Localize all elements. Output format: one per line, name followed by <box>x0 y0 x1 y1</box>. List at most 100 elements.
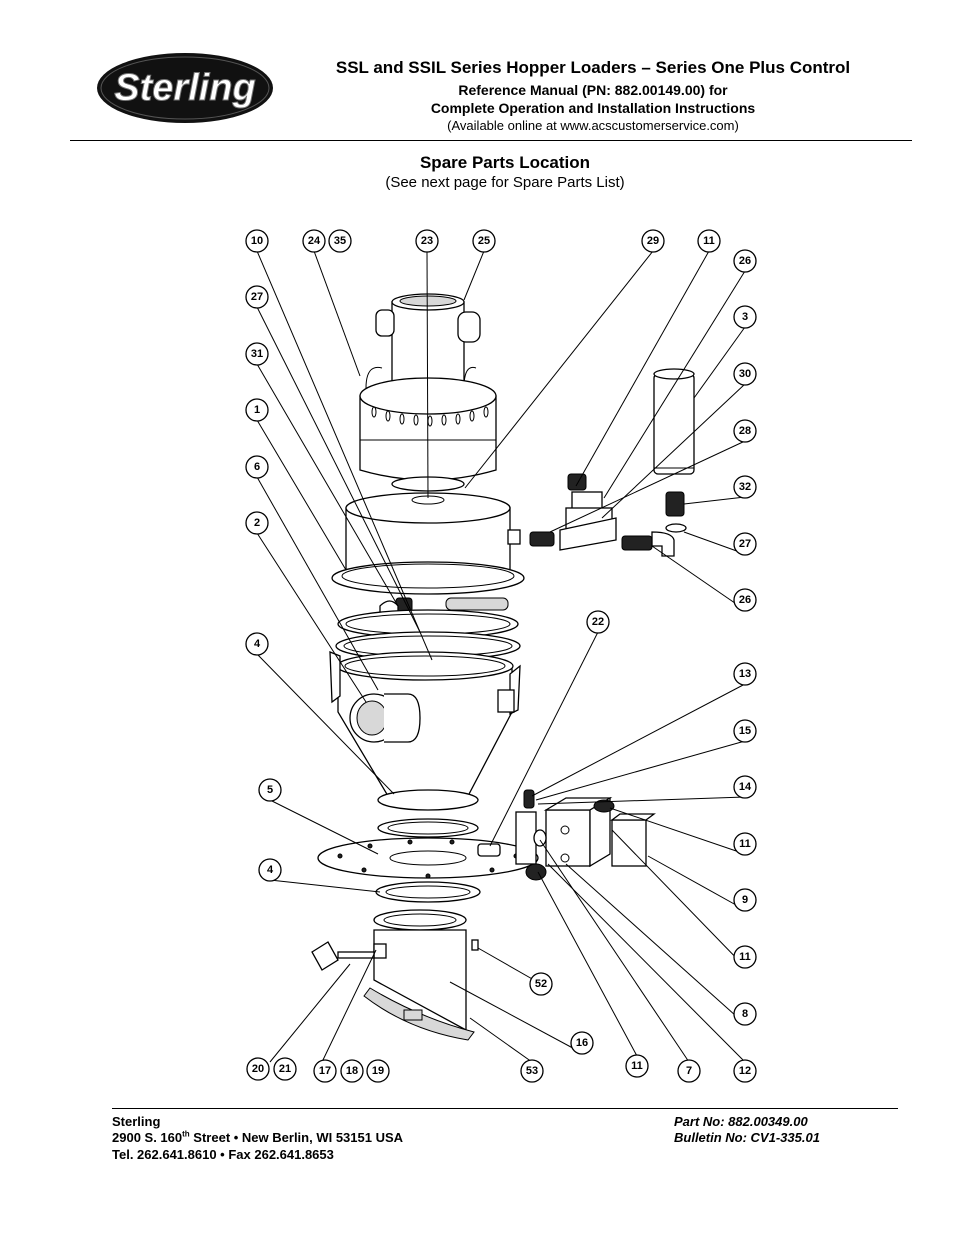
callout-26: 26 <box>733 588 757 612</box>
footer-rule <box>112 1108 898 1109</box>
svg-text:30: 30 <box>739 368 751 380</box>
callout-28: 28 <box>733 419 757 443</box>
svg-text:16: 16 <box>576 1037 588 1049</box>
callout-8: 8 <box>733 1002 757 1026</box>
callout-11: 11 <box>733 945 757 969</box>
callout-9: 9 <box>733 888 757 912</box>
footer-part-number: Part No: 882.00349.00 <box>674 1114 808 1129</box>
svg-text:17: 17 <box>319 1065 331 1077</box>
part-drawings <box>311 293 695 1041</box>
svg-text:35: 35 <box>334 235 346 247</box>
hopper-body-drawing <box>329 651 521 811</box>
logo-text: Sterling <box>114 67 255 109</box>
footer-company: Sterling <box>112 1114 161 1129</box>
svg-text:27: 27 <box>739 538 751 550</box>
callout-27: 27 <box>733 532 757 556</box>
svg-text:11: 11 <box>703 235 715 247</box>
callout-29: 29 <box>641 229 665 253</box>
callout-11: 11 <box>733 832 757 856</box>
svg-text:1: 1 <box>254 404 260 416</box>
callout-23: 23 <box>415 229 439 253</box>
callout-5: 5 <box>258 778 282 802</box>
svg-text:28: 28 <box>739 425 751 437</box>
callout-3: 3 <box>733 305 757 329</box>
svg-text:29: 29 <box>647 235 659 247</box>
mounting-flange-drawing <box>317 818 539 903</box>
callout-15: 15 <box>733 719 757 743</box>
document-title: SSL and SSIL Series Hopper Loaders – Ser… <box>335 58 851 77</box>
callout-20: 20 <box>246 1057 270 1081</box>
callout-6: 6 <box>245 455 269 479</box>
callout-14: 14 <box>733 775 757 799</box>
svg-text:21: 21 <box>279 1063 291 1075</box>
svg-text:11: 11 <box>739 838 751 850</box>
svg-text:8: 8 <box>742 1008 748 1020</box>
svg-text:53: 53 <box>526 1065 538 1077</box>
svg-text:52: 52 <box>535 978 547 990</box>
leader-lines <box>256 250 746 1063</box>
svg-text:22: 22 <box>592 616 604 628</box>
header-rule <box>70 140 912 141</box>
svg-text:3: 3 <box>742 311 748 323</box>
footer-address: 2900 S. 160th Street • New Berlin, WI 53… <box>112 1129 404 1145</box>
callout-13: 13 <box>733 662 757 686</box>
callout-26: 26 <box>733 249 757 273</box>
callout-19: 19 <box>366 1059 390 1083</box>
footer-bulletin-number: Bulletin No: CV1-335.01 <box>674 1130 820 1145</box>
callout-4: 4 <box>245 632 269 656</box>
callout-27: 27 <box>245 285 269 309</box>
callout-11: 11 <box>625 1054 649 1078</box>
callout-16: 16 <box>570 1031 594 1055</box>
svg-text:20: 20 <box>252 1063 264 1075</box>
availability-line: (Available online at www.acscustomerserv… <box>447 118 739 133</box>
svg-text:27: 27 <box>251 291 263 303</box>
svg-text:4: 4 <box>254 638 261 650</box>
svg-text:7: 7 <box>686 1065 692 1077</box>
svg-text:10: 10 <box>251 235 263 247</box>
callout-1: 1 <box>245 398 269 422</box>
callout-4: 4 <box>258 858 282 882</box>
callout-32: 32 <box>733 475 757 499</box>
svg-text:11: 11 <box>631 1060 643 1072</box>
svg-text:11: 11 <box>739 951 751 963</box>
callout-35: 35 <box>328 229 352 253</box>
svg-text:23: 23 <box>421 235 433 247</box>
svg-text:18: 18 <box>346 1065 358 1077</box>
callout-7: 7 <box>677 1059 701 1083</box>
callout-18: 18 <box>340 1059 364 1083</box>
svg-text:4: 4 <box>267 864 274 876</box>
callout-30: 30 <box>733 362 757 386</box>
callout-17: 17 <box>313 1059 337 1083</box>
svg-text:9: 9 <box>742 894 748 906</box>
section-subtitle: (See next page for Spare Parts List) <box>385 174 625 191</box>
svg-text:24: 24 <box>308 235 321 247</box>
callout-21: 21 <box>273 1057 297 1081</box>
svg-text:26: 26 <box>739 255 751 267</box>
svg-text:12: 12 <box>739 1065 751 1077</box>
svg-text:32: 32 <box>739 481 751 493</box>
callout-12: 12 <box>733 1059 757 1083</box>
footer-phone-fax: Tel. 262.641.8610 • Fax 262.641.8653 <box>112 1147 334 1162</box>
spare-parts-diagram: 10 24 35 23 25 29 11 26 27 3 31 30 1 28 … <box>245 229 757 1083</box>
callout-53: 53 <box>520 1059 544 1083</box>
callout-bubbles: 10 24 35 23 25 29 11 26 27 3 31 30 1 28 … <box>245 229 757 1083</box>
callout-52: 52 <box>529 972 553 996</box>
callout-11: 11 <box>697 229 721 253</box>
lid-assembly-drawing <box>331 476 525 617</box>
instructions-line: Complete Operation and Installation Inst… <box>430 100 756 116</box>
callout-2: 2 <box>245 511 269 535</box>
callout-10: 10 <box>245 229 269 253</box>
svg-text:6: 6 <box>254 461 260 473</box>
svg-text:2: 2 <box>254 517 260 529</box>
svg-text:13: 13 <box>739 668 751 680</box>
lower-valve-block-drawing <box>515 789 656 881</box>
svg-text:25: 25 <box>478 235 490 247</box>
sterling-logo: Sterling <box>97 53 273 123</box>
discharge-tube-drawing <box>311 909 479 1041</box>
svg-text:31: 31 <box>251 348 263 360</box>
svg-text:15: 15 <box>739 725 751 737</box>
svg-text:5: 5 <box>267 784 273 796</box>
reference-line: Reference Manual (PN: 882.00149.00) for <box>458 82 728 98</box>
callout-22: 22 <box>586 610 610 634</box>
callout-31: 31 <box>245 342 269 366</box>
